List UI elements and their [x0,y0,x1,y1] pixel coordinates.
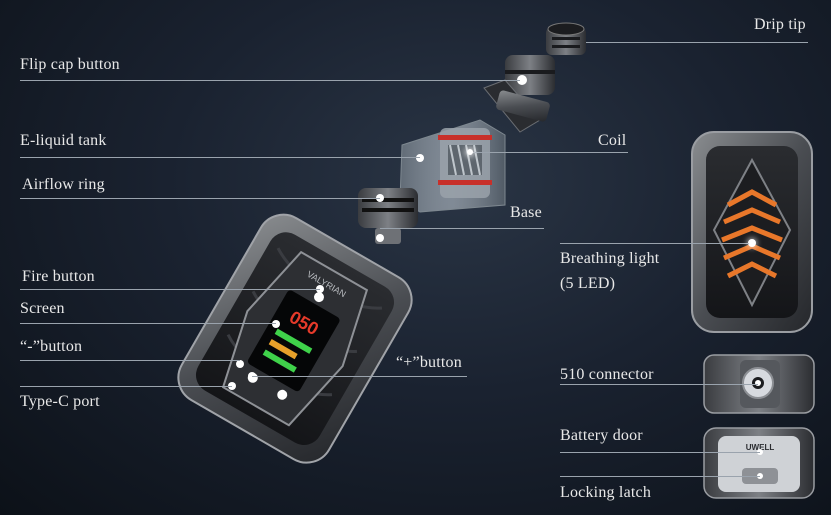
tank-part [399,119,506,213]
label-flip-cap-button: Flip cap button [20,56,120,73]
mod-bottom-view: UWELL [703,427,815,499]
top-cap-part [483,55,555,133]
type-c-leader [20,386,232,387]
base-part [358,188,418,244]
drip-tip-leader [586,42,808,43]
label-coil: Coil [598,132,627,149]
connector-510-leader [560,384,758,385]
plus-button-leader [252,376,467,377]
label-510-connector: 510 connector [560,366,654,383]
label-breathing-light: Breathing light [560,250,660,267]
screen-leader [20,323,276,324]
breathing-light-leader [560,243,752,244]
callout-dot-coil [467,149,473,155]
label-base: Base [510,204,542,221]
label-battery-door: Battery door [560,427,643,444]
label-type-c-port: Type-C port [20,393,100,410]
e-liquid-tank-leader [20,157,420,158]
flip-cap-leader [20,80,520,81]
door-brand-mark: UWELL [746,443,775,452]
mod-body: 050 VALYRIAN [177,213,413,464]
mod-top-view [703,354,815,414]
minus-button-leader [20,360,240,361]
locking-latch-leader [560,476,760,477]
label-breathing-light-sub: (5 LED) [560,275,616,292]
callout-dot-breathing-light [749,240,755,246]
label-e-liquid-tank: E-liquid tank [20,132,107,149]
label-plus-button: “+”button [396,354,462,371]
label-drip-tip: Drip tip [754,16,806,33]
mod-back-view [691,131,813,333]
label-locking-latch: Locking latch [560,484,652,501]
fire-button-leader [20,289,320,290]
base-leader [380,228,544,229]
label-minus-button: “-”button [20,338,83,355]
label-screen: Screen [20,300,65,317]
airflow-ring-leader [20,198,380,199]
label-airflow-ring: Airflow ring [22,176,105,193]
battery-door-leader [560,452,760,453]
drip-tip-part [546,22,586,55]
label-fire-button: Fire button [22,268,95,285]
coil-leader [470,152,628,153]
